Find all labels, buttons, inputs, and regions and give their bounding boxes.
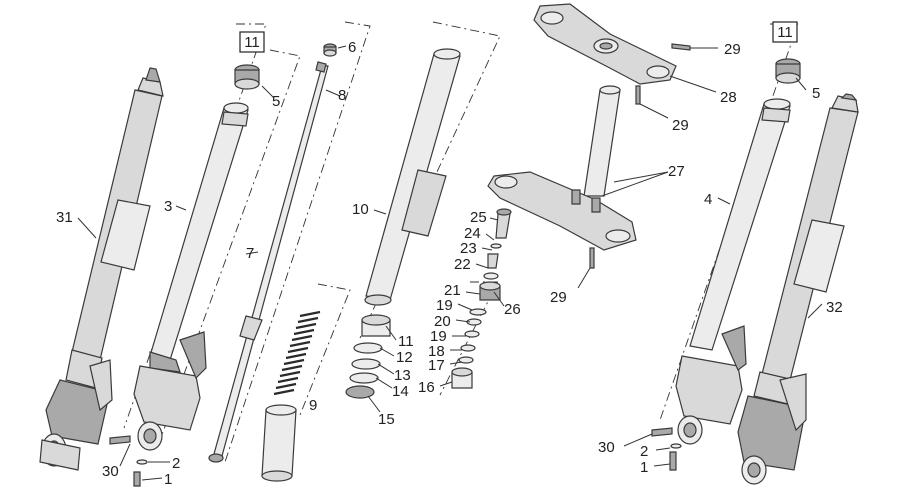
clamp-bolts bbox=[589, 43, 691, 269]
label-20: 20 bbox=[434, 313, 451, 330]
label-32: 32 bbox=[826, 299, 843, 316]
label-4: 4 bbox=[704, 191, 712, 208]
spring bbox=[273, 310, 321, 396]
label-18: 18 bbox=[428, 343, 445, 360]
adjuster-cap bbox=[323, 43, 337, 57]
label-21: 21 bbox=[444, 282, 461, 299]
label-14: 14 bbox=[392, 383, 409, 400]
fork-leg-left bbox=[39, 67, 164, 471]
label-19-upper: 19 bbox=[436, 297, 453, 314]
label-28: 28 bbox=[720, 89, 737, 106]
fork-leg-right bbox=[737, 93, 859, 485]
top-cap-left bbox=[234, 64, 260, 90]
label-26: 26 bbox=[504, 301, 521, 318]
label-16: 16 bbox=[418, 379, 435, 396]
label-10: 10 bbox=[352, 201, 369, 218]
top-cap-right bbox=[775, 58, 801, 84]
top-triple-clamp bbox=[533, 3, 677, 85]
leader-lines bbox=[77, 45, 823, 481]
label-29-middle: 29 bbox=[672, 117, 689, 134]
label-23: 23 bbox=[460, 240, 477, 257]
inner-tube-right bbox=[675, 98, 791, 445]
label-13: 13 bbox=[394, 367, 411, 384]
damper-rod bbox=[208, 61, 329, 463]
label-30-left: 30 bbox=[102, 463, 119, 480]
label-8: 8 bbox=[338, 87, 346, 104]
spacer-tube bbox=[261, 404, 297, 482]
label-5-left: 5 bbox=[272, 93, 280, 110]
label-27: 27 bbox=[668, 163, 685, 180]
cartridge-parts bbox=[451, 208, 512, 389]
label-24: 24 bbox=[464, 225, 481, 242]
label-9: 9 bbox=[309, 397, 317, 414]
label-22: 22 bbox=[454, 256, 471, 273]
label-5-right: 5 bbox=[812, 85, 820, 102]
kit-label-right: 11 bbox=[777, 24, 793, 41]
label-29-bottom: 29 bbox=[550, 289, 567, 306]
label-7: 7 bbox=[246, 245, 254, 262]
kit-label-left: 11 bbox=[244, 34, 260, 51]
label-6: 6 bbox=[348, 39, 356, 56]
label-25: 25 bbox=[470, 209, 487, 226]
label-3: 3 bbox=[164, 198, 172, 215]
steering-stem bbox=[583, 85, 621, 197]
kit-box-right: 11 bbox=[772, 21, 798, 43]
label-11: 11 bbox=[398, 333, 414, 350]
part-labels: 31 3 5 6 8 7 9 10 11 12 13 14 15 16 17 1… bbox=[56, 39, 843, 488]
label-31: 31 bbox=[56, 209, 73, 226]
kit-box-left: 11 bbox=[239, 31, 265, 53]
label-30-right: 30 bbox=[598, 439, 615, 456]
label-17: 17 bbox=[428, 357, 445, 374]
inner-tube-left bbox=[133, 102, 249, 451]
label-12: 12 bbox=[396, 349, 413, 366]
seal-stack bbox=[345, 314, 391, 399]
label-2-right: 2 bbox=[640, 443, 648, 460]
label-29-top: 29 bbox=[724, 41, 741, 58]
label-15: 15 bbox=[378, 411, 395, 428]
label-2-left: 2 bbox=[172, 455, 180, 472]
label-1-right: 1 bbox=[640, 459, 648, 476]
label-19-lower: 19 bbox=[430, 328, 447, 345]
outer-tube-center bbox=[364, 48, 461, 306]
axle-bolts bbox=[109, 427, 682, 487]
label-1-left: 1 bbox=[164, 471, 172, 488]
bottom-triple-clamp bbox=[487, 171, 637, 251]
